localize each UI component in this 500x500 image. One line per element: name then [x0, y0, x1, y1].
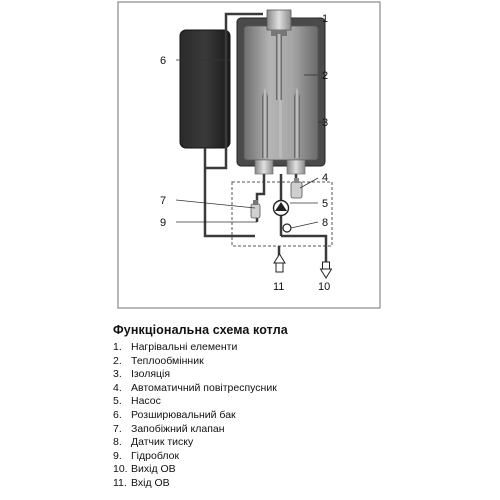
- heating-rods: [262, 34, 300, 158]
- legend-item-text: Запобіжний клапан: [131, 422, 225, 435]
- legend-item: 2. Теплообмінник: [113, 355, 473, 369]
- legend-item-text: Ізоляція: [131, 368, 171, 381]
- heating-element-flange: [266, 9, 292, 36]
- expansion-tank: [179, 29, 231, 168]
- legend-item-number: 7.: [113, 422, 122, 435]
- callout-9: 9: [160, 217, 166, 229]
- legend-item-text: Вхід ОВ: [131, 476, 170, 489]
- legend-item: 10.Вихід ОВ: [113, 463, 473, 477]
- pressure-sensor: [282, 223, 292, 233]
- callout-11: 11: [273, 281, 284, 293]
- legend-item-text: Датчик тиску: [131, 436, 194, 449]
- callout-8: 8: [322, 217, 328, 229]
- callout-2: 2: [322, 70, 328, 82]
- legend-item-number: 11.: [113, 476, 127, 489]
- legend-item-number: 2.: [113, 354, 122, 367]
- legend-item: 8. Датчик тиску: [113, 436, 473, 450]
- legend-item-number: 4.: [113, 381, 122, 394]
- legend: Функціональна схема котла 1. Нагрівальні …: [113, 323, 473, 491]
- legend-item: 4. Автоматичний повітреспусник: [113, 382, 473, 396]
- legend-item-text: Насос: [131, 395, 161, 408]
- legend-item: 5. Насос: [113, 395, 473, 409]
- callout-10: 10: [318, 281, 330, 293]
- legend-item-text: Теплообмінник: [131, 354, 204, 367]
- legend-item-number: 6.: [113, 408, 122, 421]
- callout-5: 5: [322, 198, 328, 210]
- legend-item-text: Нагрівальні елементи: [131, 341, 238, 353]
- callout-7: 7: [160, 195, 166, 207]
- legend-item: 9. Гідроблок: [113, 450, 473, 464]
- outlet-arrow: [319, 261, 333, 279]
- legend-item-number: 8.: [113, 436, 122, 449]
- legend-item: 7. Запобіжний клапан: [113, 423, 473, 437]
- legend-item: 3. Ізоляція: [113, 368, 473, 382]
- legend-item-text: Вихід ОВ: [131, 463, 176, 476]
- leader-lines: [175, 17, 324, 229]
- legend-item-number: 1.: [113, 341, 122, 353]
- legend-item-text: Розширювальний бак: [131, 408, 236, 421]
- legend-item-number: 5.: [113, 395, 122, 408]
- legend-title: Функціональна схема котла: [113, 323, 288, 337]
- legend-item-text: Гідроблок: [131, 449, 180, 462]
- callout-1: 1: [322, 13, 328, 25]
- legend-list: 1. Нагрівальні елементи 2. Теплообмінник 3. І…: [113, 341, 473, 491]
- legend-item-number: 10.: [113, 463, 128, 476]
- legend-item: 11. Вхід ОВ: [113, 477, 473, 491]
- legend-item: 6. Розширювальний бак: [113, 409, 473, 423]
- legend-item: 1. Нагрівальні елементи: [113, 341, 473, 355]
- legend-item-text: Автоматичний повітреспусник: [131, 381, 277, 394]
- legend-item-number: 9.: [113, 449, 122, 462]
- pump: [272, 199, 290, 217]
- legend-item-number: 3.: [113, 368, 122, 381]
- callout-6: 6: [160, 55, 166, 67]
- callout-4: 4: [322, 172, 328, 184]
- inlet-arrow: [273, 253, 286, 273]
- air-vent: [290, 178, 303, 199]
- callout-3: 3: [322, 117, 328, 129]
